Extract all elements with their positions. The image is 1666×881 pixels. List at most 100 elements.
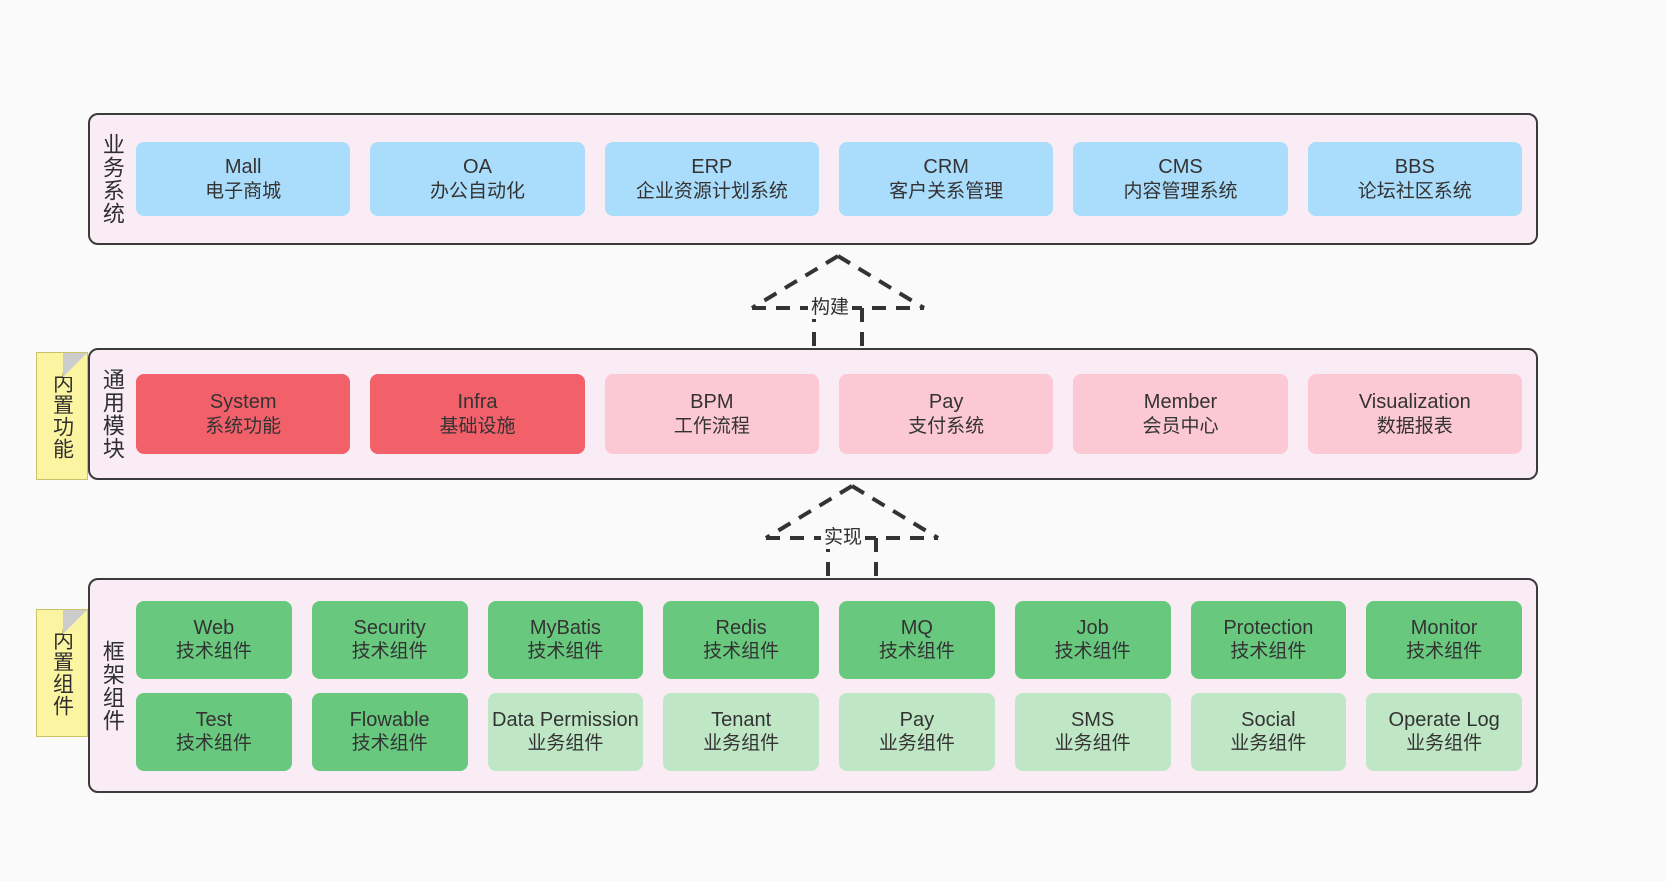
layer-common-modules: 通用模块 System 系统功能 Infra 基础设施 BPM 工作流程 Pay… xyxy=(88,348,1538,480)
node-subtitle: 技术组件 xyxy=(878,641,955,663)
node-subtitle: 数据报表 xyxy=(1376,415,1453,437)
node-title: ERP xyxy=(691,156,733,179)
node-job[interactable]: Job 技术组件 xyxy=(1014,600,1171,679)
node-title: Mall xyxy=(224,156,262,179)
node-title: BBS xyxy=(1394,156,1435,179)
node-title: Visualization xyxy=(1358,391,1471,414)
layer-label-framework-components: 框架组件 xyxy=(99,639,125,732)
node-infra[interactable]: Infra 基础设施 xyxy=(370,374,585,454)
node-row: Test 技术组件 Flowable 技术组件 Data Permission … xyxy=(136,692,1522,771)
node-subtitle: 支付系统 xyxy=(908,415,985,437)
layer-body-business-system: Mall 电子商城 OA 办公自动化 ERP 企业资源计划系统 CRM 客户关系… xyxy=(134,115,1536,243)
node-protection[interactable]: Protection 技术组件 xyxy=(1190,600,1347,679)
node-title: Data Permission xyxy=(492,708,639,731)
node-subtitle: 业务组件 xyxy=(1406,733,1483,755)
arrow-label-implement: 实现 xyxy=(821,522,866,549)
node-subtitle: 工作流程 xyxy=(673,415,750,437)
node-title: Security xyxy=(353,616,426,639)
node-mall[interactable]: Mall 电子商城 xyxy=(136,142,351,216)
node-title: BPM xyxy=(690,391,734,414)
node-row: Mall 电子商城 OA 办公自动化 ERP 企业资源计划系统 CRM 客户关系… xyxy=(136,142,1522,216)
node-title: Job xyxy=(1076,616,1109,639)
node-title: MQ xyxy=(900,616,933,639)
node-erp[interactable]: ERP 企业资源计划系统 xyxy=(604,142,819,216)
layer-label-common-modules: 通用模块 xyxy=(99,368,125,460)
node-visualization[interactable]: Visualization 数据报表 xyxy=(1307,374,1522,454)
node-subtitle: 技术组件 xyxy=(351,733,428,755)
node-title: OA xyxy=(463,156,492,179)
layer-framework-components: 框架组件 Web 技术组件 Security 技术组件 MyBatis 技术组件… xyxy=(88,578,1538,793)
node-pay[interactable]: Pay 支付系统 xyxy=(838,374,1054,454)
node-flowable[interactable]: Flowable 技术组件 xyxy=(311,692,468,771)
node-subtitle: 业务组件 xyxy=(878,733,955,755)
node-title: Operate Log xyxy=(1388,708,1500,731)
node-subtitle: 基础设施 xyxy=(439,415,516,437)
node-title: Infra xyxy=(457,391,498,414)
node-sms[interactable]: SMS 业务组件 xyxy=(1014,692,1171,771)
node-subtitle: 论坛社区系统 xyxy=(1357,180,1472,202)
node-subtitle: 客户关系管理 xyxy=(889,180,1004,202)
node-crm[interactable]: CRM 客户关系管理 xyxy=(838,142,1054,216)
node-operate-log[interactable]: Operate Log 业务组件 xyxy=(1366,692,1522,771)
node-subtitle: 业务组件 xyxy=(527,733,604,755)
node-redis[interactable]: Redis 技术组件 xyxy=(663,600,819,679)
node-title: Member xyxy=(1143,391,1218,414)
node-subtitle: 技术组件 xyxy=(527,641,604,663)
node-title: Pay xyxy=(899,708,935,731)
node-bpm[interactable]: BPM 工作流程 xyxy=(604,374,819,454)
node-subtitle: 办公自动化 xyxy=(429,180,525,202)
node-subtitle: 技术组件 xyxy=(703,641,780,663)
node-title: SMS xyxy=(1070,708,1115,731)
node-subtitle: 业务组件 xyxy=(1054,733,1131,755)
layer-body-common-modules: System 系统功能 Infra 基础设施 BPM 工作流程 Pay 支付系统… xyxy=(134,350,1536,478)
arrow-label-build: 构建 xyxy=(808,292,853,319)
layer-body-framework-components: Web 技术组件 Security 技术组件 MyBatis 技术组件 Redi… xyxy=(134,580,1536,791)
node-test[interactable]: Test 技术组件 xyxy=(136,692,292,771)
node-title: Social xyxy=(1241,708,1296,731)
node-subtitle: 技术组件 xyxy=(1054,641,1131,663)
node-data-permission[interactable]: Data Permission 业务组件 xyxy=(487,692,644,771)
node-monitor[interactable]: Monitor 技术组件 xyxy=(1366,600,1522,679)
node-social[interactable]: Social 业务组件 xyxy=(1190,692,1347,771)
node-title: Pay xyxy=(928,391,964,414)
node-subtitle: 技术组件 xyxy=(175,641,252,663)
node-title: Flowable xyxy=(349,708,430,731)
node-subtitle: 会员中心 xyxy=(1142,415,1219,437)
node-title: Tenant xyxy=(711,708,772,731)
node-bbs[interactable]: BBS 论坛社区系统 xyxy=(1307,142,1522,216)
node-title: CRM xyxy=(923,156,969,179)
node-title: System xyxy=(209,391,277,414)
node-subtitle: 业务组件 xyxy=(703,733,780,755)
node-title: CMS xyxy=(1158,156,1203,179)
node-subtitle: 业务组件 xyxy=(1230,733,1307,755)
node-title: Redis xyxy=(715,616,767,639)
sticky-note-builtin-features: 内置功能 xyxy=(36,352,88,480)
node-row: Web 技术组件 Security 技术组件 MyBatis 技术组件 Redi… xyxy=(136,600,1522,679)
node-subtitle: 技术组件 xyxy=(175,733,252,755)
node-pay-business[interactable]: Pay 业务组件 xyxy=(839,692,995,771)
node-system[interactable]: System 系统功能 xyxy=(136,374,351,454)
node-title: Protection xyxy=(1223,616,1314,639)
node-cms[interactable]: CMS 内容管理系统 xyxy=(1073,142,1288,216)
node-title: Monitor xyxy=(1410,616,1478,639)
node-subtitle: 系统功能 xyxy=(205,415,282,437)
node-tenant[interactable]: Tenant 业务组件 xyxy=(663,692,819,771)
node-subtitle: 电子商城 xyxy=(205,180,282,202)
node-member[interactable]: Member 会员中心 xyxy=(1073,374,1288,454)
node-subtitle: 技术组件 xyxy=(351,641,428,663)
node-subtitle: 内容管理系统 xyxy=(1123,180,1238,202)
node-subtitle: 企业资源计划系统 xyxy=(635,180,788,202)
node-row: System 系统功能 Infra 基础设施 BPM 工作流程 Pay 支付系统… xyxy=(136,374,1522,454)
node-subtitle: 技术组件 xyxy=(1406,641,1483,663)
node-security[interactable]: Security 技术组件 xyxy=(311,600,468,679)
node-mq[interactable]: MQ 技术组件 xyxy=(839,600,995,679)
node-title: MyBatis xyxy=(529,616,601,639)
node-web[interactable]: Web 技术组件 xyxy=(136,600,292,679)
node-mybatis[interactable]: MyBatis 技术组件 xyxy=(487,600,644,679)
sticky-note-builtin-components: 内置组件 xyxy=(36,609,88,737)
node-title: Web xyxy=(193,616,235,639)
node-oa[interactable]: OA 办公自动化 xyxy=(370,142,585,216)
layer-business-system: 业务系统 Mall 电子商城 OA 办公自动化 ERP 企业资源计划系统 CRM… xyxy=(88,113,1538,245)
node-title: Test xyxy=(195,708,233,731)
